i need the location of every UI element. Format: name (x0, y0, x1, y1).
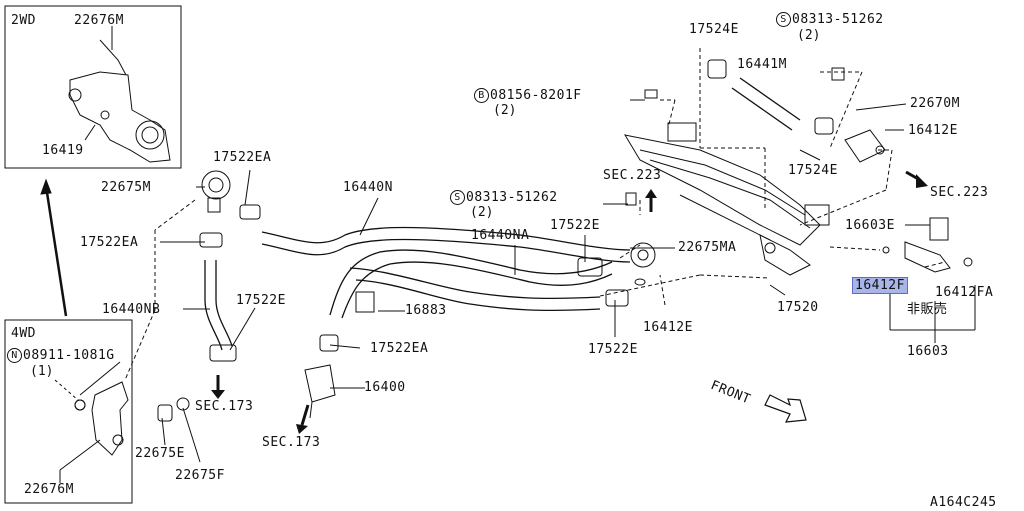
part-label-16440n: 16440N (343, 180, 393, 195)
part-label-17522e-center: 17522E (550, 218, 600, 233)
part-label-22676m-2wd: 22676M (74, 13, 124, 28)
part-label-16603e: 16603E (845, 218, 895, 233)
sec-ref-173-bottom: SEC.173 (262, 435, 321, 450)
part-label-17522ea-top: 17522EA (213, 150, 272, 165)
part-label-16883: 16883 (405, 303, 447, 318)
part-label-22675f: 22675F (175, 468, 225, 483)
part-label-16412e-right: 16412E (908, 123, 958, 138)
part-label-17522e-left: 17522E (236, 293, 286, 308)
sec-ref-223-right: SEC.223 (930, 185, 989, 200)
part-label-17522ea-bottom: 17522EA (370, 341, 429, 356)
regulator-parts (74, 59, 973, 422)
fuel-rail-assembly (623, 122, 830, 276)
part-label-17520: 17520 (777, 300, 819, 315)
part-label-17524e-mid: 17524E (788, 163, 838, 178)
inset-2wd-frame (4, 5, 182, 169)
bolt-code-s-icon-2: S (450, 190, 465, 205)
bracket-4wd-sketch (54, 379, 129, 471)
part-label-22675ma: 22675MA (678, 240, 737, 255)
part-label-16419: 16419 (42, 143, 84, 158)
part-label-16412e-center: 16412E (643, 320, 693, 335)
part-label-17522ea-left: 17522EA (80, 235, 139, 250)
bolt-qty-08313-top: (2) (797, 28, 821, 43)
inset-4wd-frame (4, 319, 133, 504)
sec-ref-223-mid: SEC.223 (603, 168, 662, 183)
figure-code: A164C245 (930, 495, 997, 510)
part-label-17522e-bottom: 17522E (588, 342, 638, 357)
part-label-17524e-top: 17524E (689, 22, 739, 37)
not-for-sale-note: 非販売 (907, 302, 948, 317)
bolt-qty-08313-mid: (2) (470, 205, 494, 220)
part-label-22675e: 22675E (135, 446, 185, 461)
part-label-16440nb: 16440NB (102, 302, 161, 317)
front-arrow-icon (764, 394, 807, 423)
part-label-16441m: 16441M (737, 57, 787, 72)
inset-4wd-title: 4WD (11, 326, 36, 341)
part-label-16412fa: 16412FA (935, 285, 994, 300)
part-label-22676m-4wd: 22676M (24, 482, 74, 497)
part-label-22670m: 22670M (910, 96, 960, 111)
part-label-16412f-highlighted[interactable]: 16412F (852, 277, 908, 294)
part-label-16603: 16603 (907, 344, 949, 359)
fuel-hoses (204, 77, 801, 351)
inset-2wd-title: 2WD (11, 13, 36, 28)
part-label-16400: 16400 (364, 380, 406, 395)
solid-leaders (59, 99, 976, 483)
bolt-qty-08911: (1) (30, 364, 54, 379)
bolt-code-s-icon: S (776, 12, 791, 27)
bolt-code-b-icon: B (474, 88, 489, 103)
bolt-qty-08156: (2) (493, 103, 517, 118)
part-label-16440na: 16440NA (471, 228, 530, 243)
bolt-code-n-icon: N (7, 348, 22, 363)
bracket-2wd-sketch (68, 26, 171, 163)
inset-link-arrow (44, 185, 68, 317)
part-label-22675m: 22675M (101, 180, 151, 195)
sec-ref-173-left: SEC.173 (195, 399, 254, 414)
